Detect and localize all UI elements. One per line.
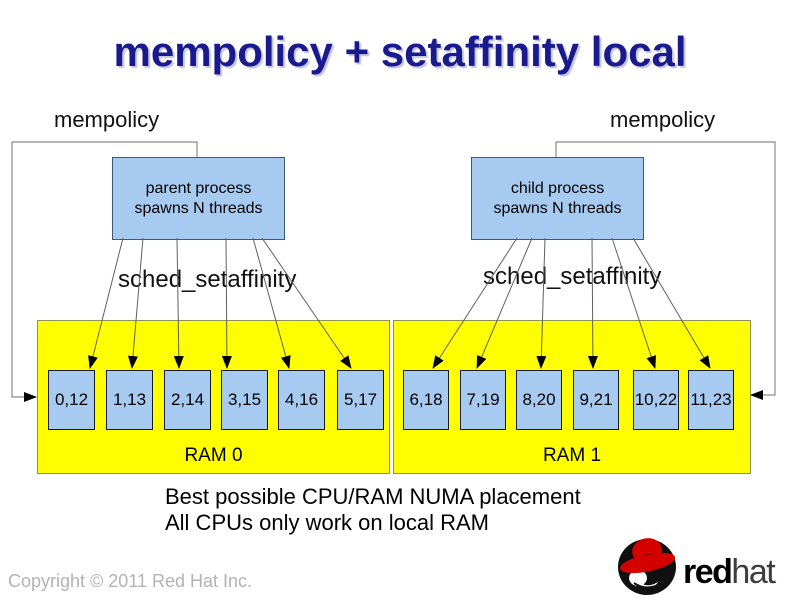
cpu-box-6-18: 6,18 [403, 370, 449, 430]
sched-setaffinity-label-left: sched_setaffinity [118, 266, 297, 293]
cpu-box-4-16: 4,16 [278, 370, 325, 430]
cpu-box-8-20: 8,20 [516, 370, 562, 430]
caption-line2: All CPUs only work on local RAM [165, 510, 489, 535]
redhat-trademark-dot: . [774, 575, 777, 586]
cpu-box-1-13: 1,13 [106, 370, 153, 430]
ram1-label: RAM 1 [542, 445, 602, 466]
child-process-line2: spawns N threads [493, 199, 622, 217]
child-process-box: child process spawns N threads [471, 157, 644, 240]
redhat-wordmark-hat: hat [731, 553, 775, 591]
redhat-wordmark: redhat. [683, 553, 777, 592]
slide-title: mempolicy + setaffinity local [113, 28, 687, 75]
ram0-label: RAM 0 [184, 445, 243, 466]
parent-process-box: parent process spawns N threads [112, 157, 285, 240]
mempolicy-label-right: mempolicy [610, 107, 716, 132]
parent-process-line2: spawns N threads [134, 199, 263, 217]
cpu-box-11-23: 11,23 [688, 370, 734, 430]
copyright-text: Copyright © 2011 Red Hat Inc. [8, 571, 253, 591]
cpu-box-10-22: 10,22 [633, 370, 679, 430]
cpu-box-2-14: 2,14 [164, 370, 211, 430]
parent-process-line1: parent process [145, 179, 252, 197]
cpu-box-0-12: 0,12 [48, 370, 95, 430]
redhat-wordmark-red: red [683, 553, 733, 591]
mempolicy-label-left: mempolicy [54, 107, 160, 132]
sched-setaffinity-label-right: sched_setaffinity [483, 263, 662, 290]
redhat-shadowman-icon [618, 538, 676, 595]
cpu-box-3-15: 3,15 [221, 370, 268, 430]
child-process-line1: child process [510, 179, 605, 197]
caption-line1: Best possible CPU/RAM NUMA placement [165, 484, 581, 509]
cpu-box-7-19: 7,19 [460, 370, 506, 430]
cpu-box-5-17: 5,17 [337, 370, 384, 430]
cpu-box-9-21: 9,21 [573, 370, 619, 430]
caption: Best possible CPU/RAM NUMA placement All… [165, 484, 581, 536]
